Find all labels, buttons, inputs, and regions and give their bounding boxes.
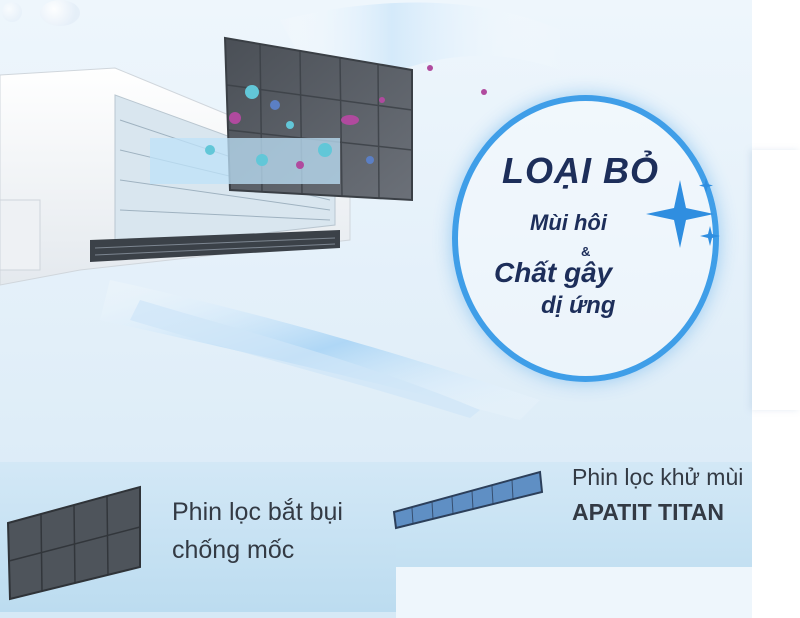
ampersand: & [581, 244, 591, 259]
headline: LOẠI BỎ [502, 150, 659, 191]
filter-mesh-icon [6, 485, 141, 601]
dust-filter-label-line1: Phin lọc bắt bụi [172, 498, 343, 526]
deodorize-filter-panel [396, 462, 752, 567]
filter-strip-icon [392, 470, 544, 530]
deodorize-filter-label-line2: APATIT TITAN [572, 499, 725, 525]
benefit-allergen-line2: dị ứng [541, 292, 616, 319]
deodorize-filter-label-line1: Phin lọc khử mùi [572, 464, 744, 490]
air-conditioner-illustration [0, 2, 560, 420]
benefit-odor: Mùi hôi [530, 210, 607, 235]
sparkle-icon [646, 178, 720, 248]
benefit-allergen-line1: Chất gây [494, 257, 613, 288]
bottom-background [396, 567, 752, 618]
highlight-ring [452, 95, 719, 382]
bubble-decoration [2, 2, 22, 22]
bubble-decoration [40, 0, 80, 26]
right-edge-strip [752, 0, 800, 618]
white-block [752, 150, 800, 410]
particles [205, 85, 332, 166]
dust-filter-label-line2: chống mốc [172, 536, 295, 564]
airflow-bottom [100, 280, 540, 420]
